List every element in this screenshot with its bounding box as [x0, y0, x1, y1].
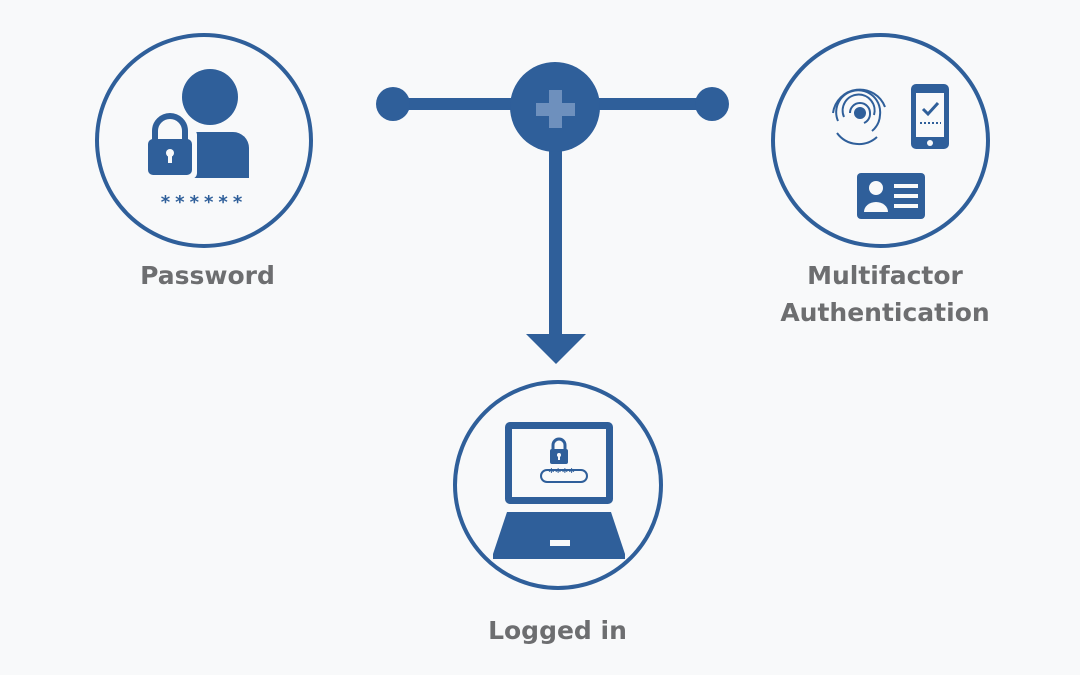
logged-in-mask: **** [548, 466, 576, 479]
left-endpoint-dot [376, 87, 410, 121]
id-card-icon [857, 173, 925, 219]
mfa-label-line2: Authentication [780, 298, 990, 327]
fingerprint-icon [832, 88, 886, 146]
padlock-icon [540, 437, 588, 483]
logged-in-node: **** [453, 380, 663, 590]
mfa-label-line1: Multifactor [807, 261, 963, 290]
logged-in-label: Logged in [488, 616, 627, 645]
password-label: Password [140, 261, 275, 290]
down-arrow [526, 140, 586, 364]
password-node: ****** [95, 33, 313, 248]
padlock-icon [145, 113, 197, 179]
password-mask: ****** [160, 192, 248, 213]
mfa-node [771, 33, 990, 248]
user-icon [182, 69, 249, 178]
right-endpoint-dot [695, 87, 729, 121]
plus-icon [510, 62, 600, 152]
mfa-label: Multifactor Authentication [770, 257, 1000, 331]
smartphone-check-icon [911, 84, 949, 149]
